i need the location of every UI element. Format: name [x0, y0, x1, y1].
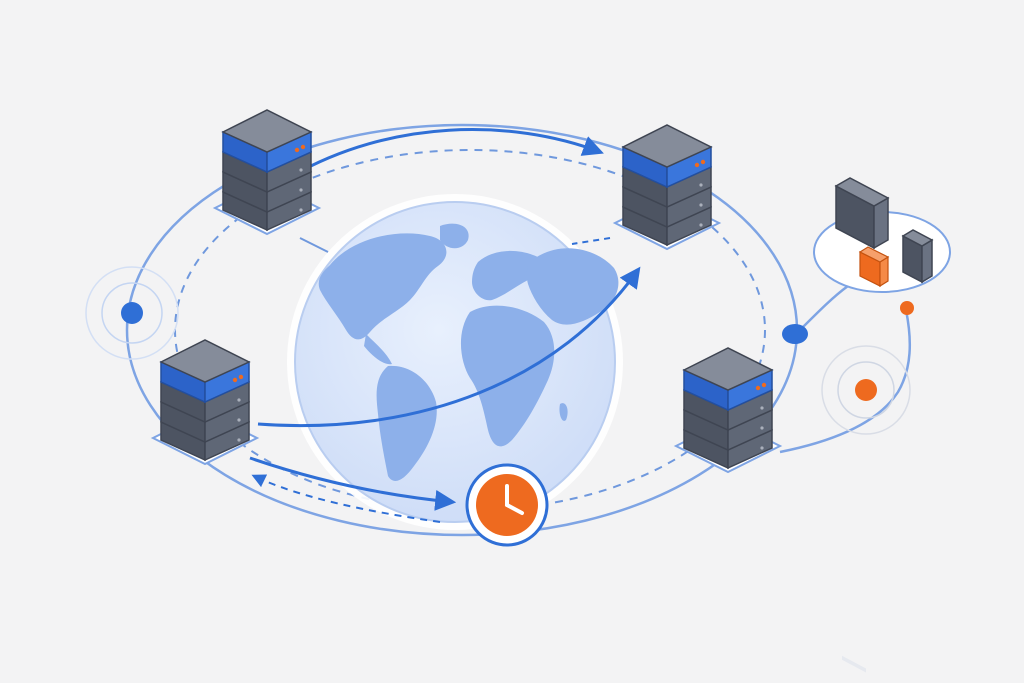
server-top-left — [214, 109, 320, 235]
server-bottom-right — [675, 347, 781, 473]
left-node-dot — [85, 266, 179, 360]
globe-icon — [287, 194, 623, 530]
edge-left-to-top-right — [257, 266, 641, 428]
server-left — [152, 339, 258, 465]
edge-clock-to-left — [251, 474, 441, 523]
edge-bottom-right-to-clients — [779, 309, 912, 454]
right-node-dot — [782, 324, 808, 344]
small-orange-dot — [900, 301, 914, 315]
edge-top-right-to-globe — [571, 237, 611, 245]
edge-left-to-clock — [249, 456, 457, 511]
orange-node-dot — [821, 345, 911, 435]
server-top-right — [614, 124, 720, 250]
edge-top-left-to-top-right — [291, 128, 604, 178]
edge-top-left-to-globe — [299, 237, 329, 253]
clock-icon — [465, 463, 549, 547]
client-devices-icon — [813, 177, 951, 673]
